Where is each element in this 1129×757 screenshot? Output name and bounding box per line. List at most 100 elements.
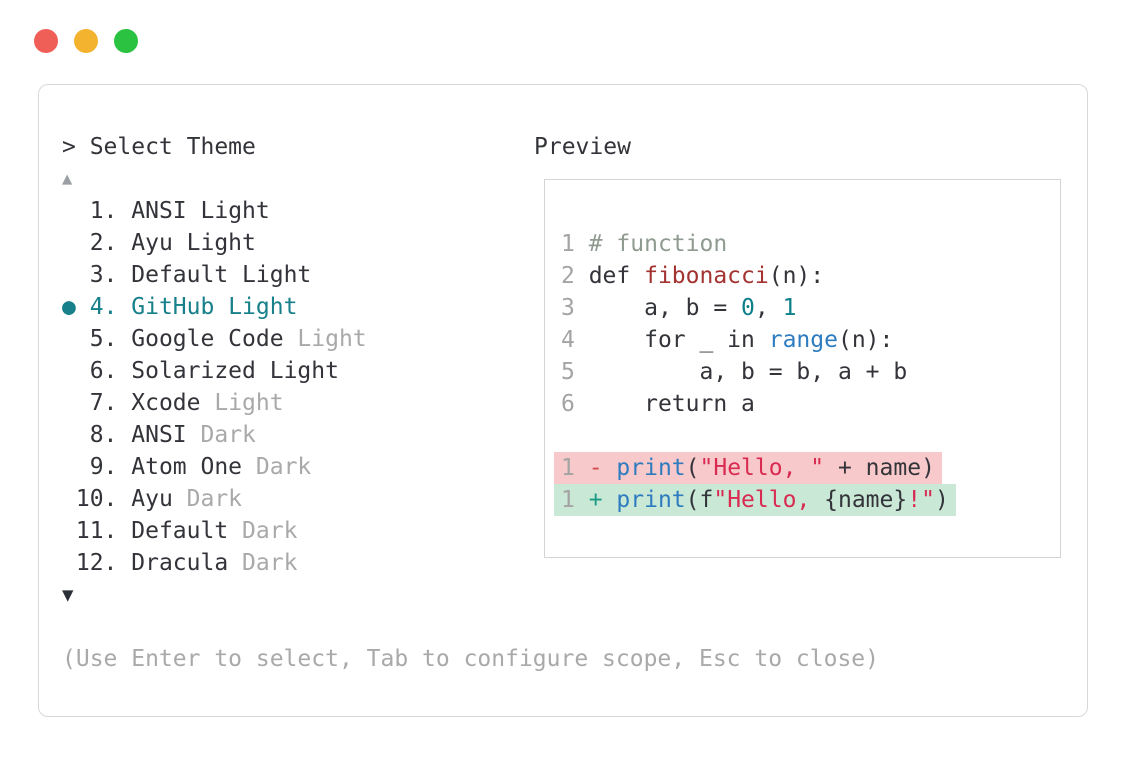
theme-picker-pane: > Select Theme ▲ 1. ANSI Light 2. Ayu Li… <box>62 131 367 611</box>
option-number: 4. <box>75 294 132 320</box>
code-token: range <box>768 327 838 353</box>
code-line: 1 # function <box>561 228 1060 260</box>
diff-added-line: 1 + print(f"Hello, {name}!") <box>554 484 956 516</box>
option-name: GitHub <box>131 294 229 320</box>
theme-option-ansi-dark[interactable]: 8. ANSI Dark <box>62 419 367 451</box>
option-number: 1. <box>75 198 132 224</box>
option-number: 9. <box>75 454 132 480</box>
option-number: 2. <box>75 230 132 256</box>
code-line: 4 for _ in range(n): <box>561 324 1060 356</box>
option-name: Google Code <box>131 326 298 352</box>
code-line-content: 5 a, b = b, a + b <box>554 356 914 388</box>
selected-bullet-icon <box>62 262 76 288</box>
code-token: def <box>588 263 645 289</box>
selected-bullet-icon <box>62 486 76 512</box>
theme-option-github-light[interactable]: ● 4. GitHub Light <box>62 291 367 323</box>
code-token: + name) <box>824 455 935 481</box>
option-variant: Dark <box>242 518 298 544</box>
option-variant: Dark <box>255 454 312 480</box>
code-line: 2 def fibonacci(n): <box>561 260 1060 292</box>
option-number: 11. <box>75 518 132 544</box>
minimize-button[interactable] <box>74 29 98 53</box>
line-number: 4 <box>561 327 589 353</box>
code-token: (n): <box>837 327 894 353</box>
theme-picker-window: > Select Theme ▲ 1. ANSI Light 2. Ayu Li… <box>38 84 1088 717</box>
option-number: 6. <box>75 358 132 384</box>
maximize-button[interactable] <box>114 29 138 53</box>
selected-bullet-icon <box>62 454 76 480</box>
option-name: Default <box>131 262 243 288</box>
theme-option-dracula-dark[interactable]: 12. Dracula Dark <box>62 547 367 579</box>
theme-option-default-light[interactable]: 3. Default Light <box>62 259 367 291</box>
theme-option-xcode-light[interactable]: 7. Xcode Light <box>62 387 367 419</box>
option-variant: Light <box>186 230 256 256</box>
selected-bullet-icon <box>62 390 76 416</box>
selected-bullet-icon <box>62 358 76 384</box>
code-line: 1 + print(f"Hello, {name}!") <box>554 484 1060 516</box>
close-button[interactable] <box>34 29 58 53</box>
option-name: Dracula <box>131 550 243 576</box>
code-token: 1 <box>782 295 797 321</box>
scroll-up-icon[interactable]: ▲ <box>62 169 73 189</box>
option-number: 8. <box>75 422 132 448</box>
theme-option-google-code-light[interactable]: 5. Google Code Light <box>62 323 367 355</box>
select-theme-prompt: > Select Theme <box>62 134 256 160</box>
code-token: "Hello, <box>713 487 825 513</box>
code-line: 5 a, b = b, a + b <box>561 356 1060 388</box>
theme-option-ayu-dark[interactable]: 10. Ayu Dark <box>62 483 367 515</box>
line-number: 5 <box>561 359 589 385</box>
option-name: Solarized <box>131 358 270 384</box>
code-token: "Hello, " <box>699 455 825 481</box>
option-name: ANSI <box>131 198 201 224</box>
theme-option-default-dark[interactable]: 11. Default Dark <box>62 515 367 547</box>
option-name: Atom One <box>131 454 256 480</box>
option-name: Xcode <box>131 390 215 416</box>
option-variant: Light <box>242 262 312 288</box>
theme-option-ayu-light[interactable]: 2. Ayu Light <box>62 227 367 259</box>
selected-bullet-icon <box>62 230 76 256</box>
option-number: 7. <box>75 390 132 416</box>
option-variant: Light <box>228 294 298 320</box>
option-variant: Light <box>297 326 367 352</box>
code-token: 0 <box>741 295 755 321</box>
code-line <box>561 420 1060 452</box>
code-token: - <box>588 455 617 481</box>
keyboard-hint: (Use Enter to select, Tab to configure s… <box>62 646 879 672</box>
scroll-down-icon[interactable]: ▼ <box>62 584 74 606</box>
line-number: 1 <box>561 455 589 481</box>
code-token: ) <box>934 487 949 513</box>
option-variant: Light <box>269 358 339 384</box>
code-token: print <box>616 455 686 481</box>
code-token: {name} <box>824 487 908 513</box>
line-number: 1 <box>561 231 589 257</box>
option-number: 3. <box>75 262 132 288</box>
option-variant: Dark <box>242 550 298 576</box>
code-token: (n): <box>768 263 825 289</box>
option-number: 5. <box>75 326 132 352</box>
code-token: , <box>754 295 783 321</box>
line-number: 2 <box>561 263 589 289</box>
code-line-content: 3 a, b = 0, 1 <box>554 292 803 324</box>
code-token: (f <box>685 487 714 513</box>
theme-option-solarized-light[interactable]: 6. Solarized Light <box>62 355 367 387</box>
option-name: ANSI <box>131 422 201 448</box>
option-variant: Dark <box>200 422 256 448</box>
line-number: 1 <box>561 487 589 513</box>
theme-option-atom-one-dark[interactable]: 9. Atom One Dark <box>62 451 367 483</box>
line-number: 3 <box>561 295 589 321</box>
option-name: Default <box>131 518 243 544</box>
diff-removed-line: 1 - print("Hello, " + name) <box>554 452 942 484</box>
code-token: # function <box>588 231 728 257</box>
code-line: 3 a, b = 0, 1 <box>561 292 1060 324</box>
code-token: a, b = <box>588 295 742 321</box>
option-number: 12. <box>75 550 132 576</box>
theme-option-ansi-light[interactable]: 1. ANSI Light <box>62 195 367 227</box>
option-number: 10. <box>75 486 132 512</box>
code-token: ( <box>685 455 700 481</box>
selected-bullet-icon <box>62 326 76 352</box>
code-token: return a <box>588 391 755 417</box>
code-line: 6 return a <box>561 388 1060 420</box>
code-token: + <box>588 487 617 513</box>
code-token: fibonacci <box>644 263 769 289</box>
